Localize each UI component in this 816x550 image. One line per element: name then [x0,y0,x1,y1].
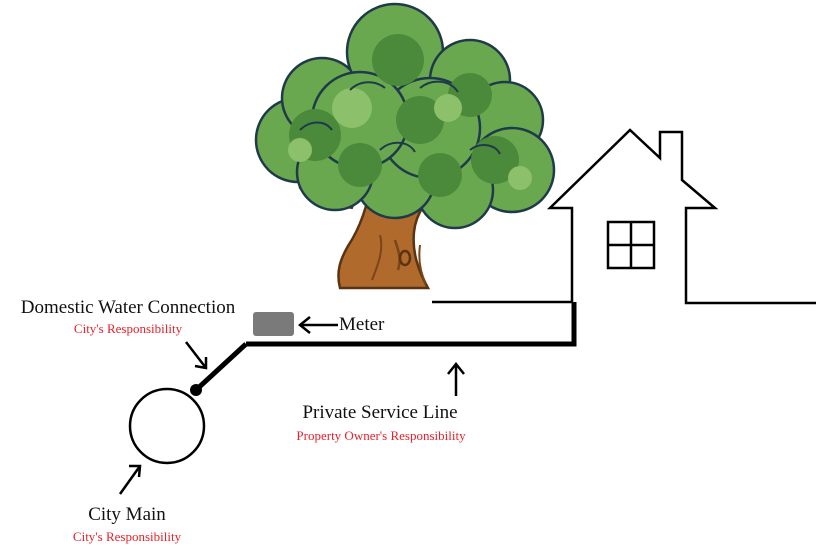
meter-label: Meter [339,314,385,335]
connection-point [190,384,202,396]
house-window [606,220,656,270]
private-line-title: Private Service Line [302,402,458,423]
domestic-connection-pipe [194,342,248,392]
house-outline [432,128,816,305]
meter-arrow [297,316,338,334]
connection-arrow [185,341,208,370]
private-line-responsibility: Property Owner's Responsibility [296,428,466,443]
city-main-pipe [128,387,206,465]
private-line-arrow [447,361,465,396]
meter-box [253,312,294,336]
domestic-connection-responsibility: City's Responsibility [73,321,183,336]
tree-canopy-shading [288,34,532,197]
tree-illustration [254,2,556,290]
city-main-title: City Main [88,504,166,525]
domestic-connection-title: Domestic Water Connection [20,297,236,318]
private-service-line [246,302,577,347]
city-main-responsibility: City's Responsibility [72,529,182,544]
city-main-arrow [118,464,142,495]
